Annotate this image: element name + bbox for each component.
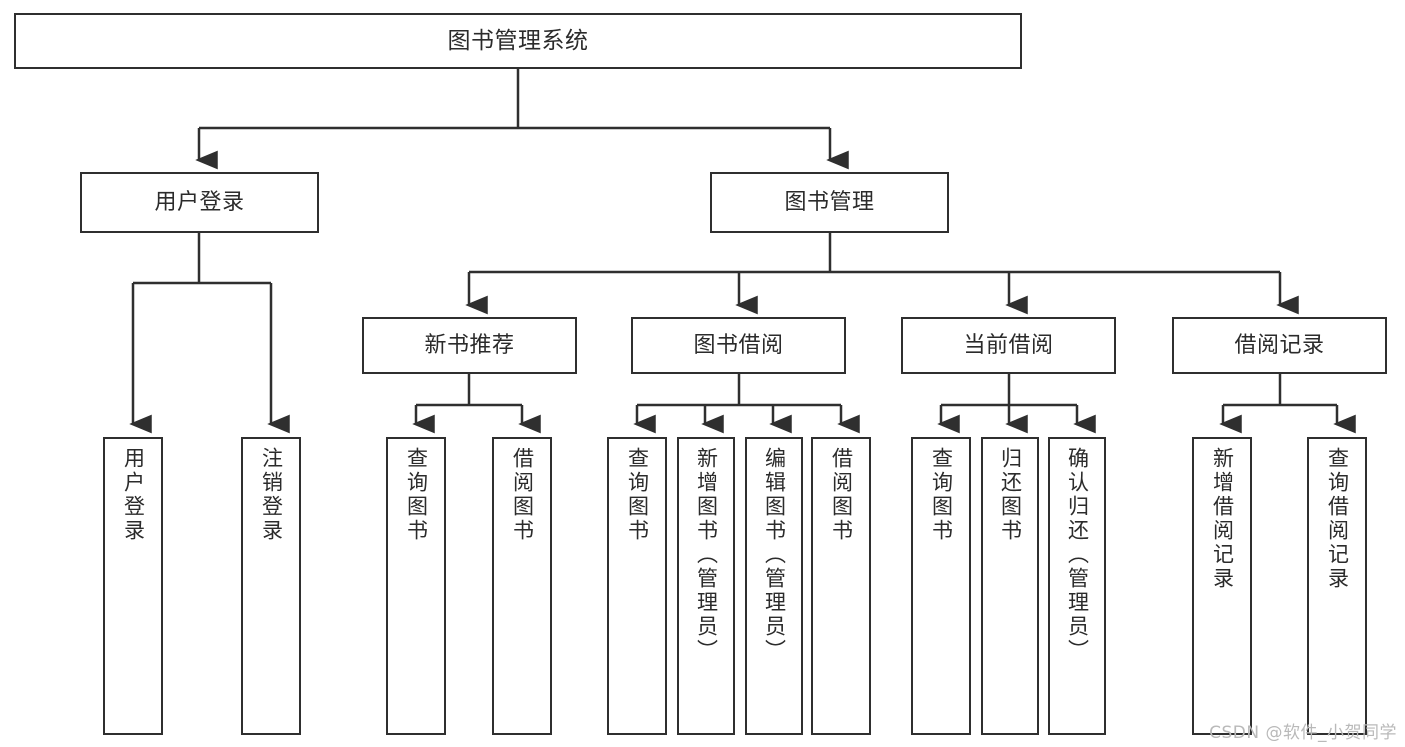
leaf-recommend-query-book[interactable]: 查询图书 <box>386 437 446 735</box>
csdn-watermark: CSDN @软件_小贺同学 <box>1209 723 1397 743</box>
node-label: 确认归还（管理员） <box>1065 447 1090 663</box>
leaf-current-query-book[interactable]: 查询图书 <box>911 437 971 735</box>
node-book-borrow[interactable]: 图书借阅 <box>631 317 846 374</box>
leaf-recommend-borrow-book[interactable]: 借阅图书 <box>492 437 552 735</box>
leaf-borrow-edit-book-admin[interactable]: 编辑图书（管理员） <box>745 437 803 735</box>
node-borrow-record[interactable]: 借阅记录 <box>1172 317 1387 374</box>
node-label: 查询图书 <box>404 447 429 543</box>
node-label: 新书推荐 <box>424 332 515 358</box>
node-label: 查询图书 <box>929 447 954 543</box>
node-label: 当前借阅 <box>963 332 1054 358</box>
leaf-record-query-borrow-record[interactable]: 查询借阅记录 <box>1307 437 1367 735</box>
node-label: 借阅记录 <box>1234 332 1325 358</box>
node-book-management[interactable]: 图书管理 <box>710 172 949 233</box>
leaf-borrow-query-book[interactable]: 查询图书 <box>607 437 667 735</box>
leaf-current-confirm-return-admin[interactable]: 确认归还（管理员） <box>1048 437 1106 735</box>
node-label: 借阅图书 <box>829 447 854 543</box>
leaf-current-return-book[interactable]: 归还图书 <box>981 437 1039 735</box>
node-label: 用户登录 <box>154 189 245 215</box>
leaf-record-add-borrow-record[interactable]: 新增借阅记录 <box>1192 437 1252 735</box>
node-label: 注销登录 <box>259 447 284 543</box>
node-label: 查询借阅记录 <box>1325 447 1350 591</box>
node-label: 查询图书 <box>625 447 650 543</box>
node-label: 编辑图书（管理员） <box>762 447 787 663</box>
node-label: 图书借阅 <box>693 332 784 358</box>
node-label: 新增借阅记录 <box>1210 447 1235 591</box>
node-label: 图书管理 <box>784 189 875 215</box>
node-label: 借阅图书 <box>510 447 535 543</box>
node-label: 用户登录 <box>121 447 146 543</box>
leaf-borrow-add-book-admin[interactable]: 新增图书（管理员） <box>677 437 735 735</box>
node-current-borrow[interactable]: 当前借阅 <box>901 317 1116 374</box>
node-root-book-management-system[interactable]: 图书管理系统 <box>14 13 1022 69</box>
node-label: 归还图书 <box>998 447 1023 543</box>
leaf-user-login[interactable]: 用户登录 <box>103 437 163 735</box>
leaf-borrow-borrow-book[interactable]: 借阅图书 <box>811 437 871 735</box>
node-label: 新增图书（管理员） <box>694 447 719 663</box>
node-new-book-recommend[interactable]: 新书推荐 <box>362 317 577 374</box>
leaf-logout[interactable]: 注销登录 <box>241 437 301 735</box>
node-user-login[interactable]: 用户登录 <box>80 172 319 233</box>
node-label: 图书管理系统 <box>447 27 589 54</box>
